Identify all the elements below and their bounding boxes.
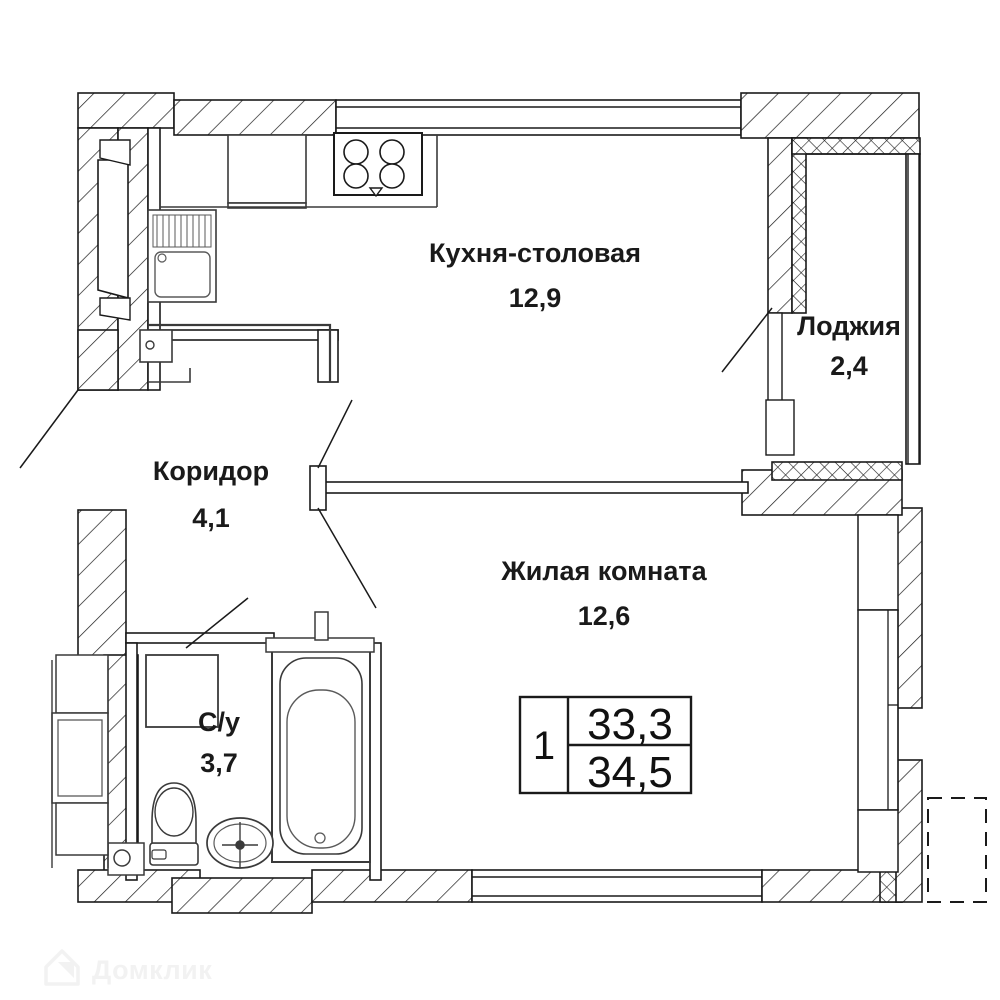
room-name-living-room: Жилая комната [500, 556, 707, 586]
refrigerator-icon [227, 134, 307, 204]
leader-corridor-door-lower [317, 507, 377, 609]
kitchen-utility-box-icon [139, 329, 173, 363]
partition-kitchen-counter-wall [147, 329, 339, 341]
room-label-living-room: Жилая комната 12,6 [500, 556, 707, 631]
bathroom-fixtures-group [51, 611, 375, 876]
summary-area-without-loggia: 33,3 [587, 700, 673, 749]
kitchen-counter-outline2 [148, 368, 191, 383]
room-name-bathroom: С/у [198, 707, 240, 737]
kitchen-counter-outline [148, 323, 332, 382]
room-label-bathroom: С/у 3,7 [198, 707, 240, 778]
partition-bath-top [125, 632, 275, 644]
partition-kitchen-counter-drop [317, 329, 339, 383]
wall-bottom-window-band [471, 869, 763, 903]
summary-rooms-count: 1 [533, 724, 555, 768]
wall-loggia-bottom-cross [771, 461, 903, 481]
room-area-loggia: 2,4 [830, 351, 868, 381]
washbasin-icon [206, 817, 274, 869]
room-label-loggia: Лоджия 2,4 [797, 311, 901, 381]
partition-bath-right [369, 642, 382, 881]
window-left-kitchen-icon [97, 139, 131, 321]
room-label-corridor: Коридор 4,1 [153, 456, 269, 533]
partition-bath-left-vert [125, 642, 138, 881]
washing-machine-icon [145, 654, 219, 728]
toilet-icon [149, 782, 199, 866]
wall-right-lower2 [895, 759, 923, 903]
wall-bottom-right [761, 869, 903, 903]
loggia-wall-left-diag [767, 137, 793, 314]
leader-kitchen-window [19, 389, 79, 469]
room-name-kitchen: Кухня-столовая [429, 238, 641, 268]
refrigerator-base-icon [227, 202, 307, 209]
wall-bottom-mid [311, 869, 473, 903]
living-glazing-group [857, 514, 899, 873]
leader-bathroom-door [185, 597, 249, 649]
room-area-corridor: 4,1 [192, 503, 230, 533]
radiator-icon [51, 654, 109, 868]
floor-drain-icon [113, 849, 131, 867]
wall-left-bath-upper [77, 509, 127, 661]
room-name-loggia: Лоджия [797, 311, 901, 341]
loggia-walls-group [765, 137, 921, 465]
room-area-kitchen: 12,9 [509, 283, 562, 313]
summary-area-total: 34,5 [587, 748, 673, 797]
wall-bottom-bath [171, 877, 313, 914]
wall-top-right [740, 92, 920, 139]
watermark-brand: Домклик [92, 955, 212, 985]
wall-left-kitchen-bottom [77, 329, 119, 391]
living-door-outer [857, 609, 899, 811]
living-window-outer [857, 514, 899, 611]
wall-top-left-stub [77, 92, 175, 129]
leader-lines-group [19, 307, 773, 649]
doorway-post-corridor [309, 465, 327, 511]
leader-loggia-door [721, 307, 773, 373]
room-label-kitchen: Кухня-столовая 12,9 [429, 238, 641, 313]
area-summary-box: 1 33,3 34,5 [518, 695, 693, 797]
stove-icon [333, 132, 423, 198]
room-labels-group: Кухня-столовая 12,9 Лоджия 2,4 Коридор 4… [153, 238, 901, 778]
wall-right-lower [895, 507, 923, 709]
loggia-door-panel [765, 399, 795, 456]
room-area-living-room: 12,6 [578, 601, 631, 631]
leader-corridor-door-upper [317, 399, 353, 469]
kitchen-utility-dot [145, 340, 155, 350]
watermark-group: Домклик [44, 949, 212, 986]
living-window-outer2 [857, 809, 899, 873]
bathtub-icon [265, 611, 375, 863]
kitchen-fixtures-group [97, 132, 438, 383]
wall-top-window-band [335, 99, 742, 136]
wall-top-main [173, 99, 337, 136]
sink-icon [147, 209, 217, 303]
loggia-wall-left-cross [791, 137, 807, 314]
domclik-logo-icon [44, 949, 80, 986]
room-name-corridor: Коридор [153, 456, 269, 486]
room-area-bathroom: 3,7 [200, 748, 238, 778]
loggia-glazing-right [905, 153, 921, 465]
partition-kitchen-living [315, 481, 749, 494]
loggia-wall-top-cross [791, 137, 921, 155]
projected-element-dashed [927, 797, 987, 903]
